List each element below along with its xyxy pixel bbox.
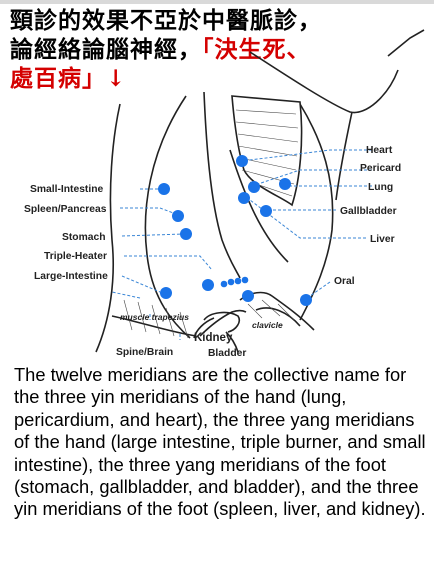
dot-spleen bbox=[172, 210, 184, 222]
dot-small-intestine bbox=[158, 183, 170, 195]
label-muscle-trapezius: muscle trapezius bbox=[120, 312, 189, 322]
muscle-hatching bbox=[123, 109, 299, 339]
neck-anatomy-outline bbox=[95, 29, 425, 353]
label-liver: Liver bbox=[370, 234, 395, 245]
heading-line-2: 論經絡論腦神經，「決生死、 bbox=[10, 35, 430, 64]
label-large-intestine: Large-Intestine bbox=[34, 271, 108, 282]
heading-line-1: 頸診的效果不亞於中醫脈診， bbox=[10, 7, 322, 34]
label-gallbladder: Gallbladder bbox=[340, 206, 397, 217]
label-bladder: Bladder bbox=[208, 348, 246, 359]
down-arrow-icon: ↓ bbox=[106, 65, 127, 92]
label-clavicle: clavicle bbox=[252, 320, 283, 330]
dot-oral bbox=[300, 294, 312, 306]
label-triple-heater: Triple-Heater bbox=[44, 251, 107, 262]
dot-gallbladder bbox=[260, 205, 272, 217]
label-spine-brain: Spine/Brain bbox=[116, 347, 173, 358]
top-border bbox=[0, 0, 434, 4]
label-heart: Heart bbox=[366, 145, 393, 156]
chinese-heading: 頸診的效果不亞於中醫脈診， 論經絡論腦神經，「決生死、 處百病」↓ bbox=[10, 6, 430, 93]
dot-liver bbox=[238, 192, 250, 204]
dot-heart bbox=[236, 155, 248, 167]
dot-lung bbox=[279, 178, 291, 190]
label-pericard: Pericard bbox=[360, 163, 401, 174]
organ-labels: Small-Intestine Spleen/Pancreas Stomach … bbox=[24, 145, 401, 359]
dot-kidney-chain-1 bbox=[220, 280, 228, 288]
label-stomach: Stomach bbox=[62, 232, 106, 243]
label-lung: Lung bbox=[368, 182, 393, 193]
heading-line-2-red: 「決生死、 bbox=[202, 36, 311, 63]
dot-large-intestine bbox=[160, 287, 172, 299]
heading-line-3: 處百病」↓ bbox=[10, 64, 430, 93]
dot-pericard bbox=[248, 181, 260, 193]
heading-line-3-red: 處百病」 bbox=[10, 65, 106, 92]
dot-stomach bbox=[180, 228, 192, 240]
meridian-dots bbox=[158, 155, 312, 306]
dot-kidney-chain-2 bbox=[227, 278, 235, 286]
label-oral: Oral bbox=[334, 276, 355, 287]
caption-paragraph: The twelve meridians are the collective … bbox=[14, 364, 426, 520]
dot-bladder bbox=[242, 290, 254, 302]
heading-line-2-black: 論經絡論腦神經， bbox=[10, 36, 202, 63]
label-kidney: Kidney bbox=[194, 332, 233, 344]
label-small-intestine: Small-Intestine bbox=[30, 184, 104, 195]
label-spleen-pancreas: Spleen/Pancreas bbox=[24, 204, 107, 215]
dot-triple-heater bbox=[202, 279, 214, 291]
dot-kidney-chain-3 bbox=[234, 277, 242, 285]
dot-kidney-chain-4 bbox=[241, 276, 249, 284]
